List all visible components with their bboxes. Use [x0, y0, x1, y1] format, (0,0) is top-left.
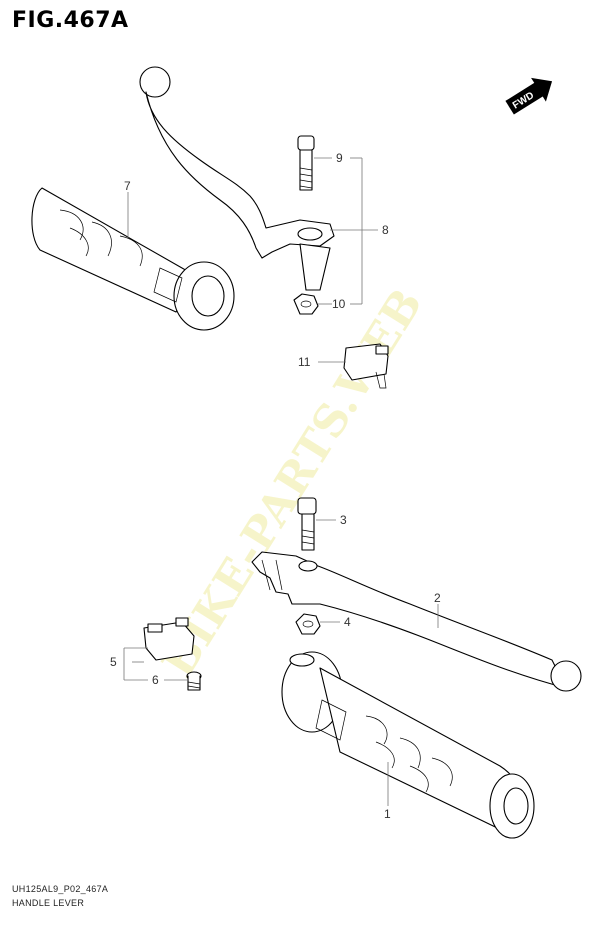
callout-11: 11: [298, 355, 311, 369]
bolt-upper-drawing: [297, 135, 315, 191]
grip-left-drawing: [31, 187, 235, 331]
callout-3: 3: [340, 513, 347, 527]
callout-9: 9: [336, 151, 343, 165]
callout-4: 4: [344, 615, 351, 629]
callout-6: 6: [152, 673, 159, 687]
callout-7: 7: [124, 179, 131, 193]
lever-upper-drawing: [139, 66, 335, 291]
fwd-arrow-icon: [505, 77, 553, 115]
callout-1: 1: [384, 807, 391, 821]
switch-upper-drawing: [343, 343, 389, 389]
bolt-lower-drawing: [297, 497, 317, 551]
nut-upper-drawing: [293, 293, 319, 315]
grip-right-drawing: [281, 651, 535, 839]
callout-8: 8: [382, 223, 389, 237]
lever-lower-drawing: [251, 551, 582, 692]
screw-drawing: [186, 671, 202, 691]
callout-10: 10: [332, 297, 346, 311]
figure-title: FIG.467A: [12, 8, 129, 33]
callout-5: 5: [110, 655, 117, 669]
callout-2: 2: [434, 591, 441, 605]
switch-lower-drawing: [143, 617, 195, 661]
figure-name: HANDLE LEVER: [12, 898, 85, 908]
figure-code: UH125AL9_P02_467A: [12, 884, 109, 894]
leader-lines: [123, 157, 439, 806]
fwd-badge: FWD: [505, 77, 553, 115]
nut-lower-drawing: [295, 613, 321, 635]
